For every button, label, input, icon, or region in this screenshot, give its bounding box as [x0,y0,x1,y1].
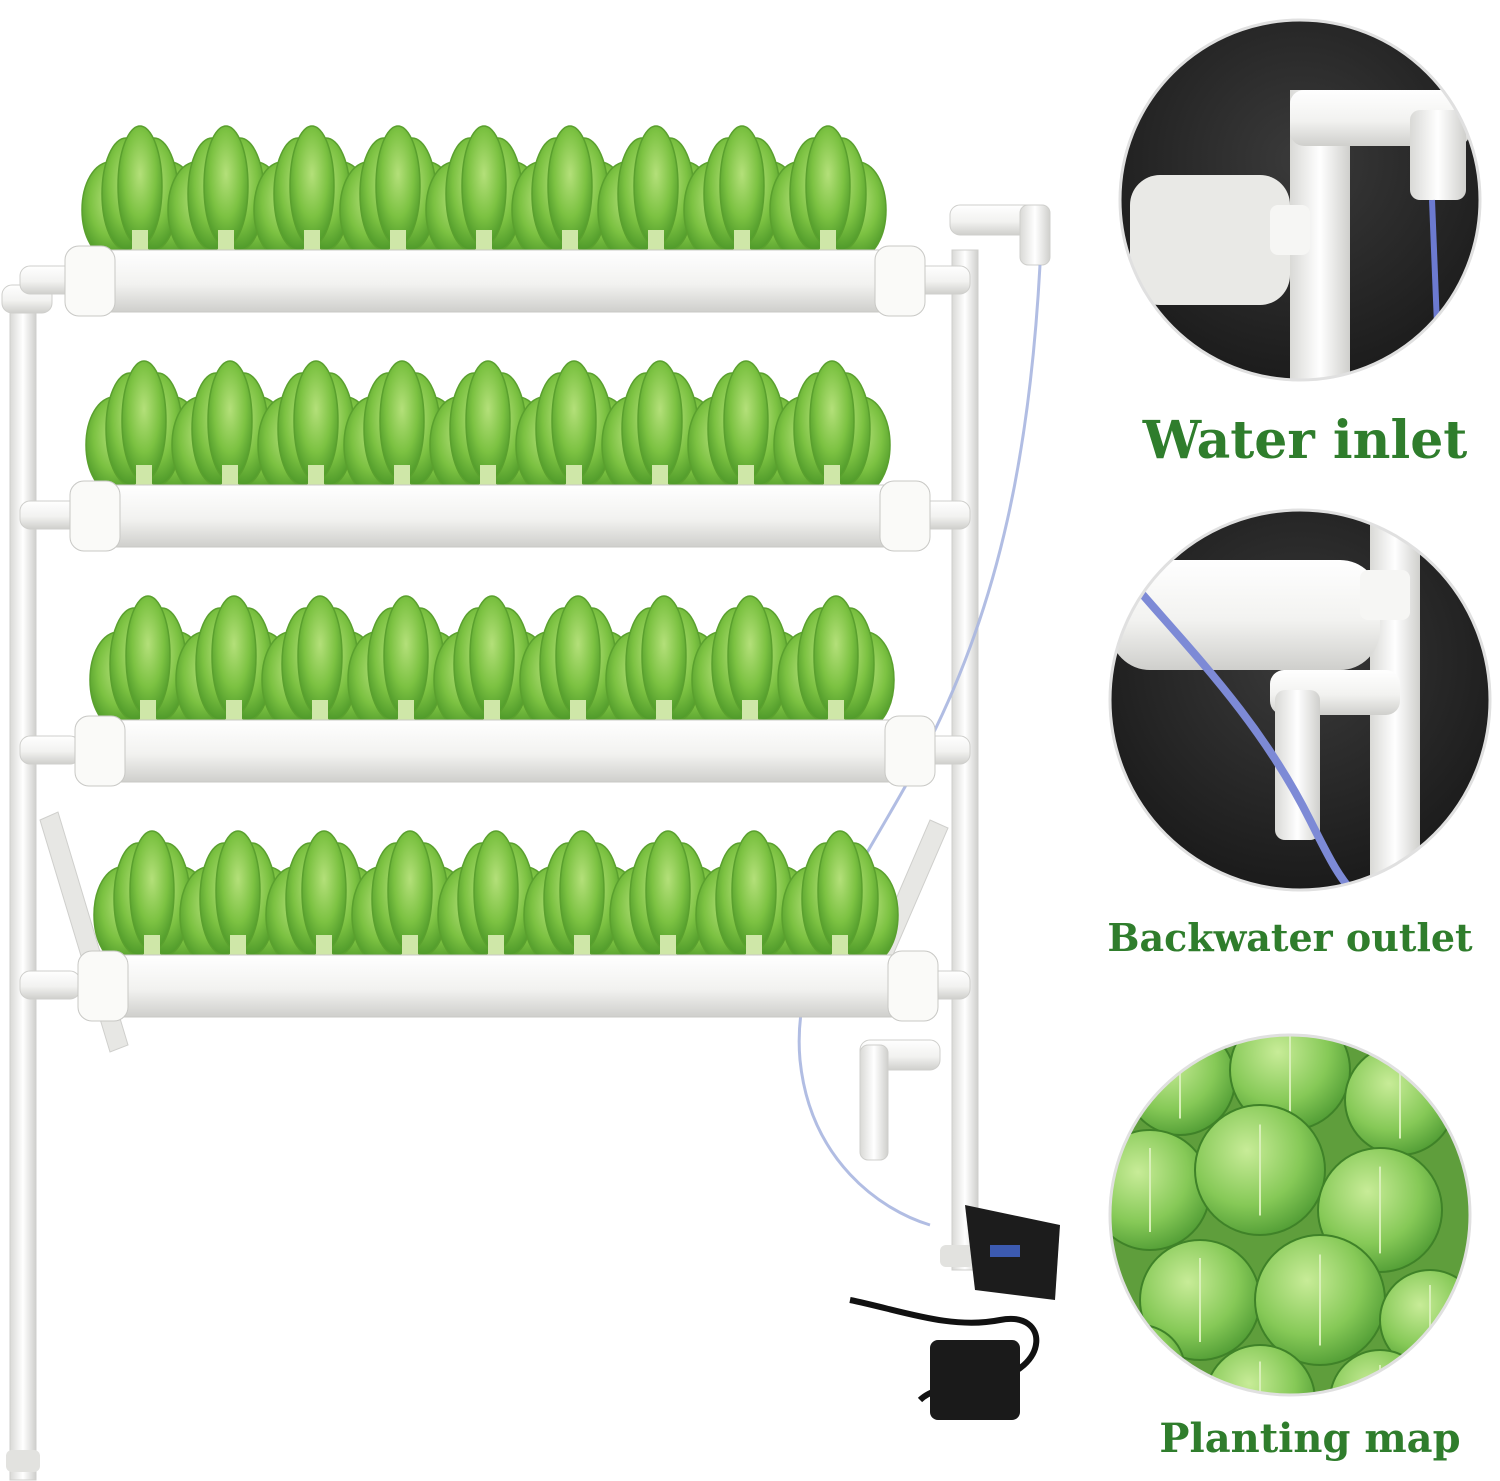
leaf [1110,1324,1186,1395]
grow-pipe [69,484,931,548]
lettuce-plant [437,830,555,969]
lettuce-plant [261,595,379,734]
lettuce-plant [769,125,887,264]
grow-tiers [19,125,971,1022]
lettuce-plant [777,595,895,734]
lettuce-plant [171,360,289,499]
tier-4 [19,830,971,1022]
left-post [9,299,37,1481]
water-inlet-caption: Water inlet [1142,410,1468,471]
lettuce-plant [773,360,891,499]
tier-3 [19,595,971,787]
tier-1 [19,125,971,317]
leaf [1204,1344,1316,1395]
lettuce-plant [167,125,285,264]
lettuce-plant [781,830,899,969]
clear-tubing [797,264,1042,1227]
grow-pipe [74,719,936,783]
lettuce-plant [523,830,641,969]
lettuce-plant [343,360,461,499]
backwater-outlet-caption: Backwater outlet [1107,915,1473,960]
inset-backwater-outlet [1108,508,1492,892]
lettuce-plant [609,830,727,969]
planting-map-caption: Planting map [1159,1415,1461,1462]
grow-pipe [77,954,939,1018]
grow-pipe [64,249,926,313]
inset-planting-map [1108,1033,1472,1397]
lettuce-plant [519,595,637,734]
power-adapter [930,1340,1020,1420]
inset-water-inlet [1118,18,1482,382]
tier-2 [19,360,971,552]
lettuce-plant [347,595,465,734]
